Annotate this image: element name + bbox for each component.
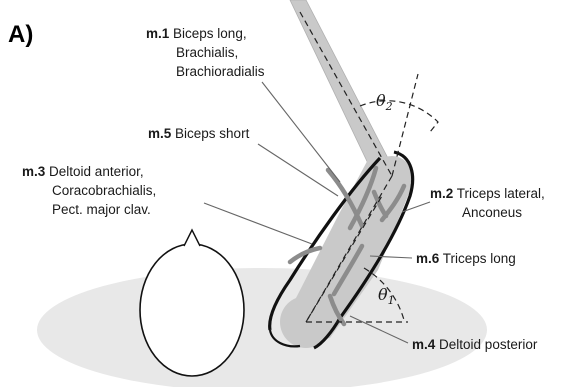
label-m6: m.6 Triceps long <box>416 251 516 266</box>
label-m1: m.1 Biceps long, Brachialis, Brachioradi… <box>146 26 265 79</box>
label-m3: m.3 Deltoid anterior, Coracobrachialis, … <box>22 164 156 217</box>
head-outline <box>140 230 244 376</box>
label-m2: m.2 Triceps lateral, Anconeus <box>430 186 545 220</box>
forearm-segment <box>290 0 392 176</box>
label-m1-line3: Brachioradialis <box>176 64 265 79</box>
leader-m1 <box>262 82 340 182</box>
label-m3-line3: Pect. major clav. <box>52 202 151 217</box>
label-m1-line2: Brachialis, <box>176 45 238 60</box>
label-m3-line2: Coracobrachialis, <box>52 183 156 198</box>
label-m3-line1: m.3 Deltoid anterior, <box>22 164 144 179</box>
body-shadow <box>37 268 487 387</box>
elbow-extension-axis <box>392 74 418 176</box>
panel-label: A) <box>8 21 33 48</box>
leader-m3 <box>204 203 312 244</box>
label-m2-line1: m.2 Triceps lateral, <box>430 186 545 201</box>
label-m1-line1: m.1 Biceps long, <box>146 26 247 41</box>
theta2-label: θ2 <box>376 91 393 113</box>
label-m2-line2: Anconeus <box>462 205 522 220</box>
label-m5: m.5 Biceps short <box>148 126 250 141</box>
label-m4: m.4 Deltoid posterior <box>412 337 538 352</box>
